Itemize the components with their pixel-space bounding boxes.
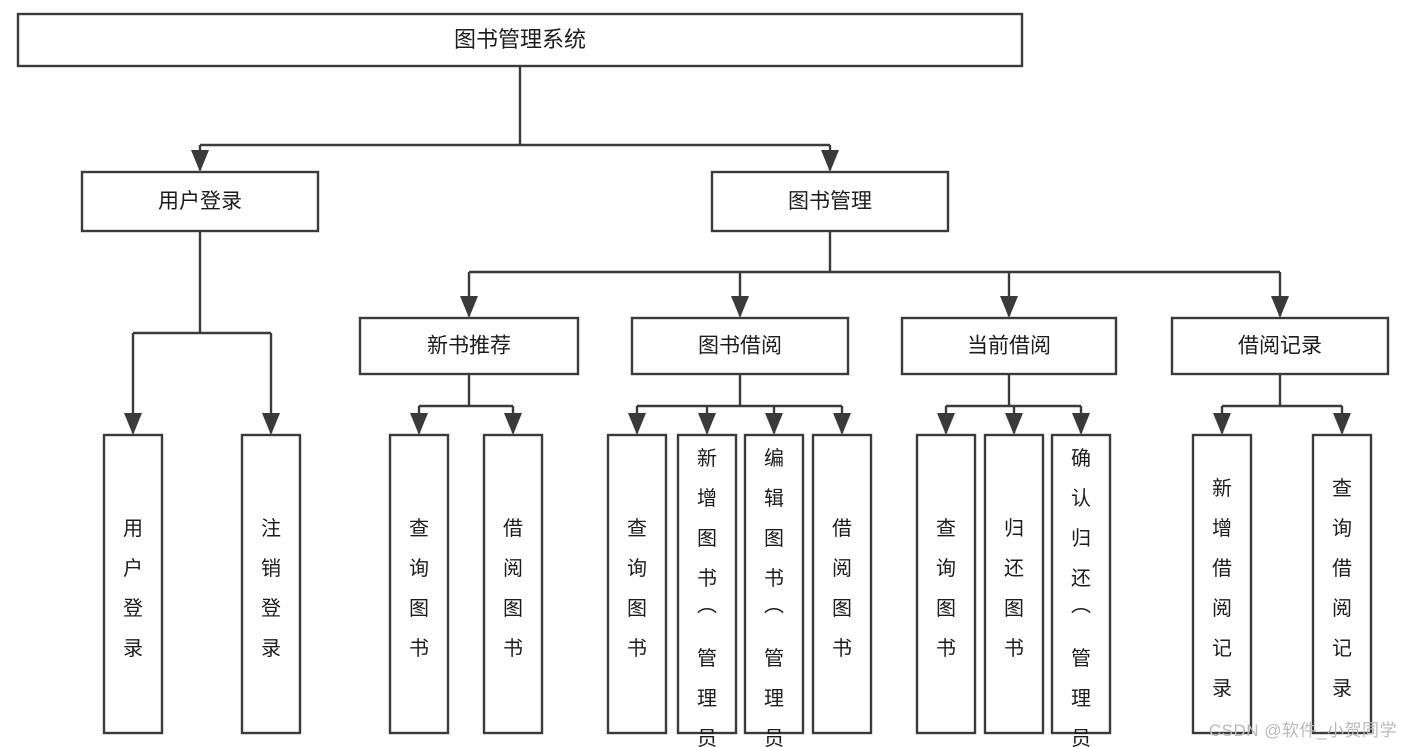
node-level2-图书管理[interactable]: 图书管理: [710, 170, 950, 233]
leaf-node-用户登录-0[interactable]: 用户登录: [102, 433, 164, 735]
arrow-head-icon: [1213, 413, 1231, 435]
arrow-head-icon: [765, 413, 783, 435]
node-box: [240, 433, 302, 735]
node-box: [1311, 433, 1373, 735]
arrow-head-icon: [460, 296, 478, 318]
node-box: [915, 433, 977, 735]
node-level3-借阅记录[interactable]: 借阅记录: [1170, 316, 1390, 376]
node-label: 新增图书⌒管理员⌣: [697, 447, 717, 747]
node-label: 注销登录: [261, 517, 281, 660]
arrow-head-icon: [1000, 296, 1018, 318]
node-box: [16, 12, 1024, 68]
node-box: [482, 433, 544, 735]
node-box: [80, 170, 320, 233]
node-label: 查询图书: [409, 517, 429, 660]
arrow-head-icon: [191, 150, 209, 172]
leaf-node-编辑图书管理员-6[interactable]: 编辑图书⌒管理员⌣: [743, 433, 805, 747]
node-label: 查询图书: [936, 517, 956, 660]
node-level3-图书借阅[interactable]: 图书借阅: [630, 316, 850, 376]
leaf-node-归还图书-9[interactable]: 归还图书: [983, 433, 1045, 735]
node-box: [983, 433, 1045, 735]
node-box: [1050, 433, 1112, 735]
node-box: [630, 316, 850, 376]
node-label: 用户登录: [123, 518, 143, 660]
node-label: 编辑图书⌒管理员⌣: [764, 447, 784, 747]
node-label: 确认归还⌒管理员⌣: [1071, 447, 1091, 747]
leaf-node-借阅图书-7[interactable]: 借阅图书: [811, 433, 873, 735]
arrow-head-icon: [731, 296, 749, 318]
node-label: 新增借阅记录: [1212, 477, 1232, 700]
arrow-head-icon: [833, 413, 851, 435]
node-label: 图书借阅: [698, 335, 782, 358]
node-box: [900, 316, 1118, 376]
node-box: [743, 433, 805, 735]
node-label: 借阅记录: [1238, 335, 1322, 358]
arrow-head-icon: [262, 413, 280, 435]
node-box: [676, 433, 738, 735]
leaf-node-查询图书-4[interactable]: 查询图书: [606, 433, 668, 735]
arrow-head-icon: [1005, 413, 1023, 435]
node-box: [102, 433, 164, 735]
node-box: [388, 433, 450, 735]
node-level3-当前借阅[interactable]: 当前借阅: [900, 316, 1118, 376]
node-label: 图书管理: [788, 190, 872, 213]
node-layer: 图书管理系统用户登录图书管理新书推荐图书借阅当前借阅借阅记录用户登录注销登录查询…: [16, 12, 1390, 747]
leaf-node-确认归还管理员-10[interactable]: 确认归还⌒管理员⌣: [1050, 433, 1112, 747]
leaf-node-查询借阅记录-12[interactable]: 查询借阅记录: [1311, 433, 1373, 735]
node-box: [606, 433, 668, 735]
leaf-node-查询图书-2[interactable]: 查询图书: [388, 433, 450, 735]
node-root-图书管理系统[interactable]: 图书管理系统: [16, 12, 1024, 68]
arrow-head-icon: [1072, 413, 1090, 435]
arrow-head-icon: [628, 413, 646, 435]
leaf-node-注销登录-1[interactable]: 注销登录: [240, 433, 302, 735]
node-label: 用户登录: [158, 190, 242, 213]
arrow-head-icon: [504, 413, 522, 435]
node-box: [1191, 433, 1253, 735]
node-label: 借阅图书: [503, 517, 523, 660]
arrow-head-icon: [1333, 413, 1351, 435]
arrow-head-icon: [937, 413, 955, 435]
connector-layer: [124, 66, 1351, 435]
node-box: [811, 433, 873, 735]
leaf-node-新增图书管理员-5[interactable]: 新增图书⌒管理员⌣: [676, 433, 738, 747]
node-label: 当前借阅: [967, 335, 1051, 358]
arrow-head-icon: [124, 413, 142, 435]
arrow-head-icon: [821, 150, 839, 172]
node-label: 查询借阅记录: [1332, 477, 1352, 700]
node-box: [710, 170, 950, 233]
node-label: 新书推荐: [427, 335, 511, 358]
node-label: 归还图书: [1004, 517, 1024, 660]
arrow-head-icon: [1271, 296, 1289, 318]
arrow-head-icon: [698, 413, 716, 435]
leaf-node-查询图书-8[interactable]: 查询图书: [915, 433, 977, 735]
node-label: 图书管理系统: [454, 27, 586, 52]
node-label: 借阅图书: [832, 517, 852, 660]
node-box: [358, 316, 580, 376]
node-box: [1170, 316, 1390, 376]
node-level2-用户登录[interactable]: 用户登录: [80, 170, 320, 233]
watermark-text: CSDN @软件_小贺同学: [1208, 721, 1397, 740]
node-label: 查询图书: [627, 517, 647, 660]
leaf-node-借阅图书-3[interactable]: 借阅图书: [482, 433, 544, 735]
leaf-node-新增借阅记录-11[interactable]: 新增借阅记录: [1191, 433, 1253, 735]
arrow-head-icon: [410, 413, 428, 435]
node-level3-新书推荐[interactable]: 新书推荐: [358, 316, 580, 376]
